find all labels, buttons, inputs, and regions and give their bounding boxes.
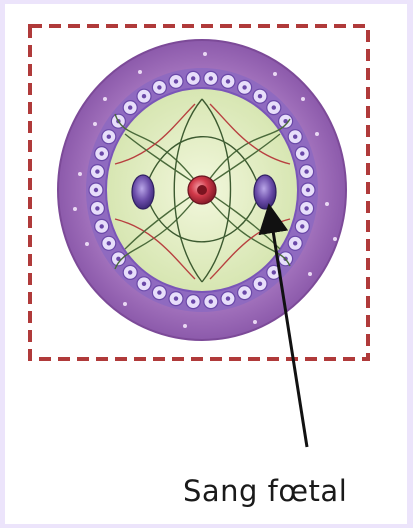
ring-cell-nucleus: [107, 135, 111, 139]
ring-cell-nucleus: [304, 206, 308, 210]
cross-section-figure: [5, 4, 407, 524]
ring-cell-nucleus: [191, 299, 195, 303]
ring-cell-nucleus: [100, 224, 104, 228]
ring-cell-nucleus: [95, 169, 99, 173]
ring-cell-nucleus: [300, 224, 304, 228]
ring-cell-nucleus: [258, 94, 262, 98]
central-vessel-lumen: [197, 185, 207, 195]
ring-cell-nucleus: [174, 79, 178, 83]
ring-cell-nucleus: [191, 76, 195, 80]
ring-cell-nucleus: [142, 94, 146, 98]
ring-cell-nucleus: [272, 105, 276, 109]
ring-cell-nucleus: [258, 282, 262, 286]
ring-cell-nucleus: [272, 270, 276, 274]
ring-cell-nucleus: [242, 85, 246, 89]
ring-cell-nucleus: [128, 270, 132, 274]
ring-cell-nucleus: [107, 241, 111, 245]
ring-cell-nucleus: [95, 206, 99, 210]
ring-cell-nucleus: [174, 296, 178, 300]
ring-cell-nucleus: [226, 79, 230, 83]
fetal-vessel-left: [132, 175, 154, 209]
fetal-blood-label: Sang fœtal: [183, 474, 347, 508]
ring-cell-nucleus: [209, 299, 213, 303]
ring-cell-nucleus: [293, 241, 297, 245]
ring-cell-nucleus: [304, 169, 308, 173]
ring-cell-nucleus: [142, 282, 146, 286]
ring-cell-nucleus: [306, 188, 310, 192]
ring-cell-nucleus: [293, 135, 297, 139]
ring-cell-nucleus: [157, 290, 161, 294]
ring-cell-nucleus: [226, 296, 230, 300]
ring-cell-nucleus: [94, 188, 98, 192]
ring-cell-nucleus: [300, 151, 304, 155]
ring-cell-nucleus: [242, 290, 246, 294]
panel: Sang fœtal: [5, 4, 407, 524]
ring-cell-nucleus: [128, 105, 132, 109]
ring-cell-nucleus: [209, 76, 213, 80]
ring-cell-nucleus: [100, 151, 104, 155]
fetal-vessel-right: [254, 175, 276, 209]
ring-cell-nucleus: [157, 85, 161, 89]
